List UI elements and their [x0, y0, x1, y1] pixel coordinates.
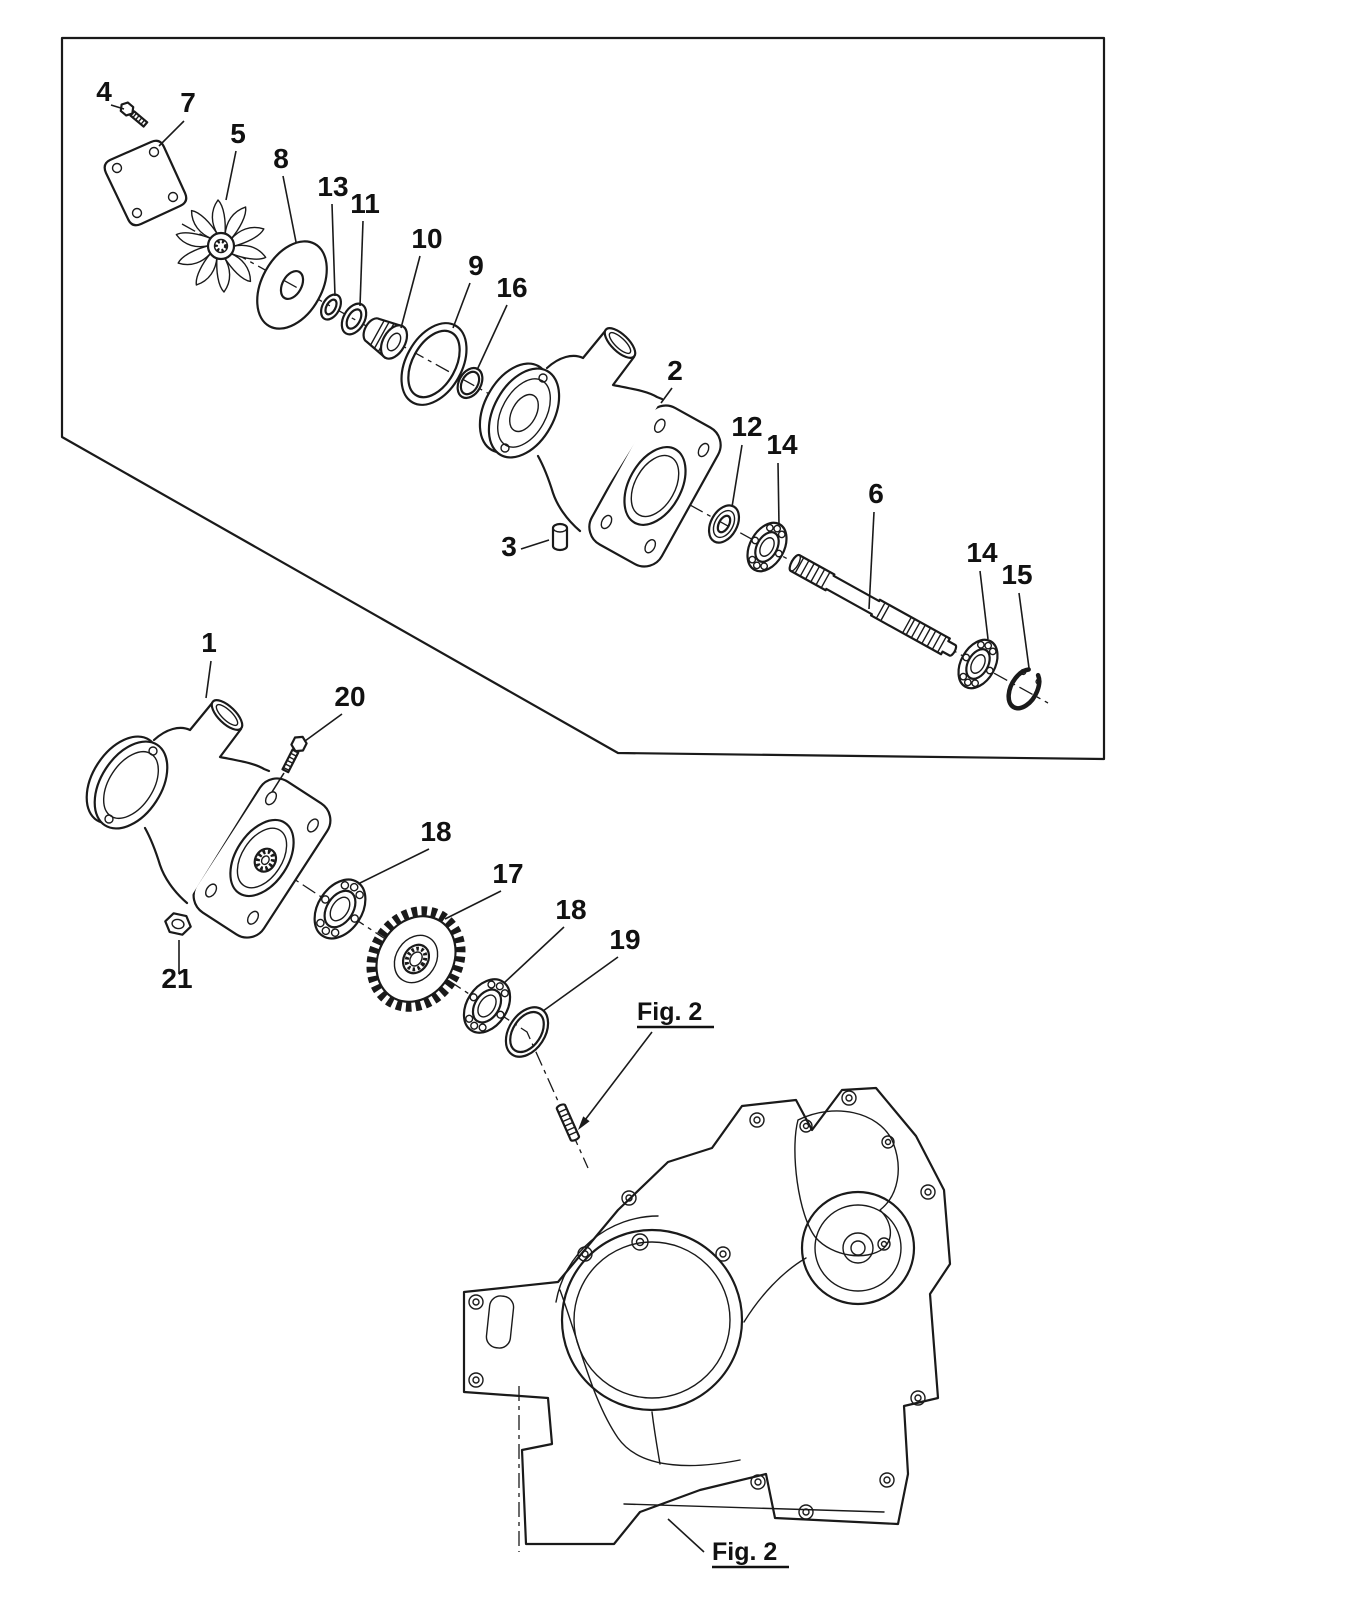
part-11-washer	[340, 302, 368, 336]
callout-label: 14	[966, 537, 998, 568]
callout-label: 7	[180, 87, 196, 118]
part-4-bolt	[119, 101, 149, 128]
callout-label: 10	[411, 223, 442, 254]
stud	[555, 1103, 581, 1142]
callout-part-3: 3	[501, 531, 550, 562]
part-13-washer	[320, 293, 342, 321]
callout-part-2: 2	[660, 355, 683, 404]
callout-label: 6	[868, 478, 884, 509]
callout-part-20: 20	[304, 681, 366, 742]
callout-part-17: 17	[444, 858, 524, 920]
callout-part-11: 11	[350, 188, 380, 307]
callout-label: 20	[334, 681, 365, 712]
callout-label: 19	[609, 924, 640, 955]
part-5-impeller	[173, 199, 269, 293]
part-14-bearing-front	[746, 521, 788, 573]
callout-part-13: 13	[317, 171, 349, 297]
callout-label: 9	[468, 250, 484, 281]
callout-part-16: 16	[476, 272, 528, 371]
callout-part-14-rear: 14	[966, 537, 998, 640]
callout-part-1: 1	[201, 627, 217, 699]
fig-ref-case: Fig. 2	[667, 1518, 789, 1569]
part-10-seal-plug	[362, 317, 409, 360]
callout-part-7: 7	[158, 87, 196, 147]
callout-part-9: 9	[452, 250, 484, 329]
diagram-border	[60, 36, 1106, 761]
part-16-o-ring	[456, 366, 484, 400]
arrowhead	[578, 1116, 590, 1130]
callout-part-18-rear: 18	[503, 894, 587, 984]
case-bolt-holes	[468, 1090, 936, 1520]
callout-label: 11	[350, 188, 380, 219]
part-7-cover-plate	[103, 139, 188, 227]
part-21-nut	[164, 912, 192, 936]
part-18-bearing-front	[313, 878, 367, 940]
callout-label: 16	[496, 272, 527, 303]
callout-part-18-front: 18	[357, 816, 452, 885]
impeller-cavity	[478, 362, 561, 459]
callout-part-8: 8	[273, 143, 297, 243]
callout-part-15: 15	[1001, 559, 1033, 669]
callout-part-10: 10	[400, 223, 443, 329]
part-19-o-ring	[504, 1006, 550, 1058]
callout-label: 12	[731, 411, 762, 442]
callout-part-4: 4	[96, 76, 125, 110]
part-9-o-ring	[400, 322, 468, 406]
callout-label: 14	[766, 429, 798, 460]
callout-part-21: 21	[161, 940, 193, 994]
callout-label: 2	[667, 355, 683, 386]
part-8-wear-plate	[256, 240, 328, 330]
splined-shaft-end	[253, 847, 278, 873]
callout-part-12: 12	[731, 411, 763, 508]
part-12-seal	[707, 504, 741, 544]
part-14-bearing-rear	[957, 638, 999, 690]
part-3-plug	[551, 522, 569, 552]
part-17-gear	[366, 906, 466, 1012]
callout-label: 17	[492, 858, 523, 889]
part-18-bearing-rear	[462, 978, 512, 1034]
callout-label: 18	[420, 816, 451, 847]
callout-label: 5	[230, 118, 246, 149]
cover-end	[85, 735, 169, 830]
callout-label: 8	[273, 143, 289, 174]
part-6-shaft	[788, 553, 958, 657]
callout-label: 18	[555, 894, 586, 925]
callout-label: 3	[501, 531, 517, 562]
bolt-insertion-line	[271, 772, 285, 793]
callout-label: 1	[201, 627, 217, 658]
callout-label: 15	[1001, 559, 1032, 590]
callout-label: 4	[96, 76, 112, 107]
fig-ref-label: Fig. 2	[637, 998, 702, 1026]
fig-ref-label: Fig. 2	[712, 1538, 777, 1566]
callout-part-5: 5	[225, 118, 246, 201]
callout-part-14-front: 14	[766, 429, 798, 526]
part-1-water-pump-assembly	[85, 699, 332, 939]
callout-label: 13	[317, 171, 348, 202]
fig-ref-stud: Fig. 2	[578, 998, 714, 1130]
part-15-snap-ring	[1006, 667, 1042, 711]
callout-part-6: 6	[868, 478, 884, 610]
outlet-neck-opening	[603, 327, 637, 359]
timing-gear-case	[462, 1086, 952, 1552]
callout-part-19: 19	[542, 924, 641, 1012]
callout-label: 21	[161, 963, 192, 994]
part-20-bolt	[281, 735, 308, 774]
outlet-neck-opening	[210, 699, 244, 731]
part-2-pump-housing	[478, 327, 722, 568]
